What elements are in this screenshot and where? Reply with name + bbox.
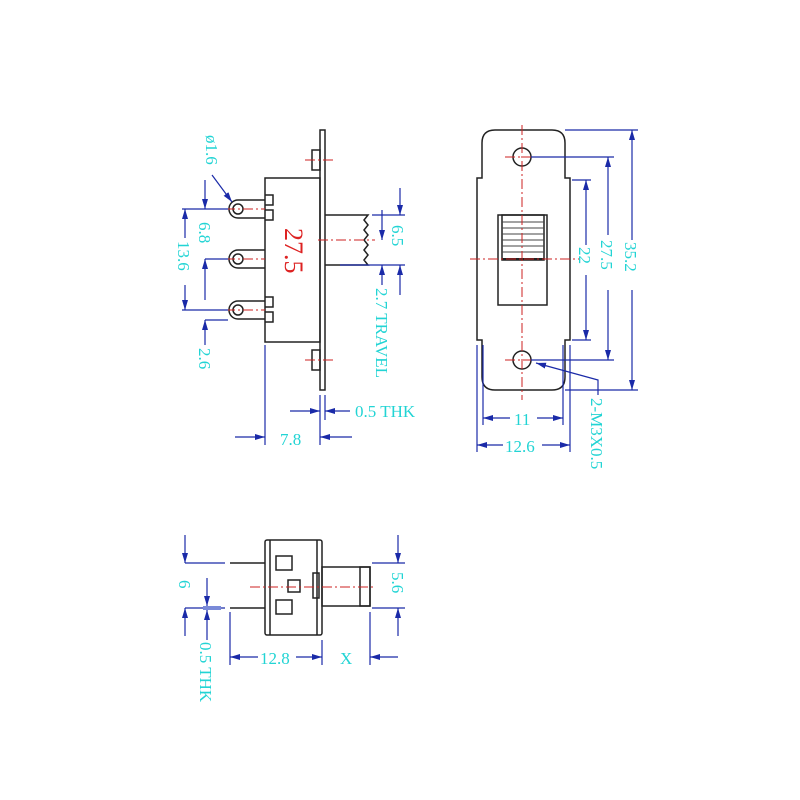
body-depth-bottom-label: 12.8 — [260, 649, 290, 668]
pin-pitch-label: 6.8 — [195, 222, 214, 243]
pin-spacing-label: 6 — [175, 580, 194, 589]
body-length-label: 27.5 — [279, 228, 308, 274]
body-length-front-label: 22 — [575, 247, 594, 264]
hole-diameter-label: ø1.6 — [202, 135, 221, 165]
body-depth-label: 7.8 — [280, 430, 301, 449]
actuator-width-label: 6.5 — [388, 225, 407, 246]
plate-width-label: 12.6 — [505, 437, 535, 456]
pin-offset-label: 2.6 — [195, 348, 214, 369]
bottom-view: 6 0.5 THK 12.8 X 5.6 — [175, 535, 407, 703]
pin-thickness-label: 0.5 THK — [196, 642, 215, 703]
mount-plate-front — [476, 129, 571, 391]
travel-label: 2.7 TRAVEL — [372, 288, 391, 378]
overall-length-label: 35.2 — [621, 242, 640, 272]
actuator-height-label: 5.6 — [388, 572, 407, 593]
hole-pitch-label: 27.5 — [597, 240, 616, 270]
actuator-length-label: X — [340, 649, 352, 668]
terminals — [225, 199, 265, 320]
front-view: 35.2 27.5 22 2-M3X0.5 11 12.6 — [470, 125, 640, 469]
pin-span-label: 13.6 — [174, 241, 193, 271]
side-view: 27.5 ø1.6 6.8 13.6 2.6 6.5 2.7 TRAVEL 0.… — [174, 129, 416, 449]
inner-width-label: 11 — [514, 410, 530, 429]
screw-spec-label: 2-M3X0.5 — [587, 398, 606, 469]
plate-thickness-label: 0.5 THK — [355, 402, 416, 421]
switch-body — [264, 177, 321, 343]
